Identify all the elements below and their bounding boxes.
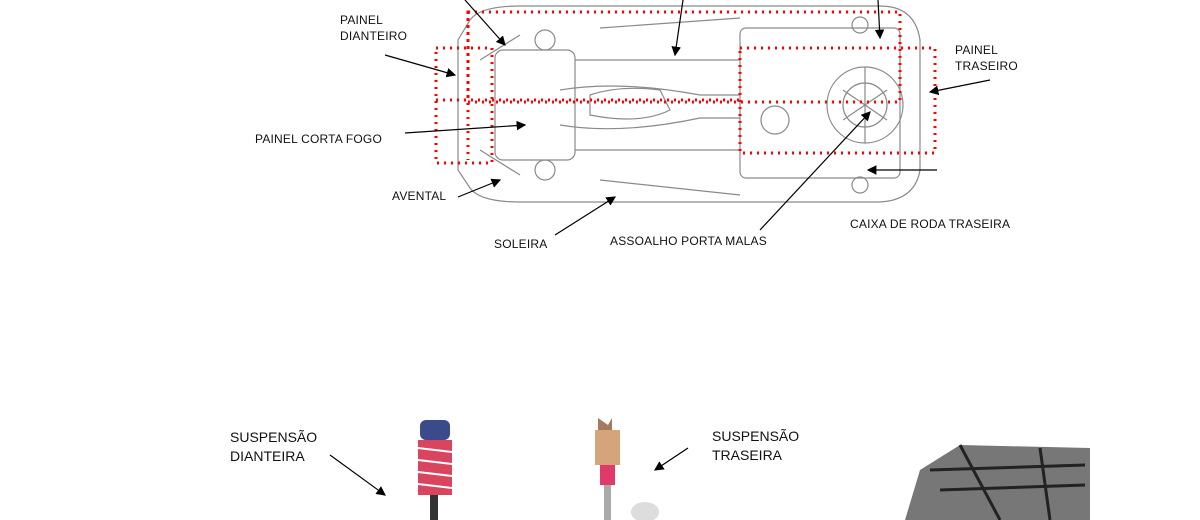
label-line: TRASEIRO	[955, 59, 1018, 73]
label-line: DIANTEIRO	[340, 29, 408, 43]
label-line: SUSPENSÃO	[712, 428, 800, 444]
label-line: PAINEL	[340, 13, 383, 27]
front-suspension-image	[417, 420, 453, 520]
label-painel-dianteiro: PAINEL DIANTEIRO	[340, 12, 407, 44]
label-assoalho-porta-malas: ASSOALHO PORTA MALAS	[610, 234, 767, 248]
label-caixa-de-roda-traseira: CAIXA DE RODA TRASEIRA	[850, 217, 1011, 231]
rear-suspension-image	[595, 418, 659, 520]
leader-arrows	[329, 0, 991, 496]
label-avental: AVENTAL	[392, 189, 447, 203]
label-line: PAINEL	[955, 43, 998, 57]
label-suspensao-dianteira: SUSPENSÃO DIANTEIRA	[230, 428, 317, 466]
label-painel-corta-fogo: PAINEL CORTA FOGO	[255, 132, 382, 146]
label-line: DIANTEIRA	[230, 448, 305, 464]
label-soleira: SOLEIRA	[494, 237, 548, 251]
label-line: TRASEIRA	[712, 447, 783, 463]
highlight-dotted-regions	[434, 10, 937, 165]
car-body-outline	[457, 5, 921, 203]
engine-bay-image	[905, 444, 1090, 520]
label-painel-traseiro: PAINEL TRASEIRO	[955, 42, 1018, 74]
label-suspensao-traseira: SUSPENSÃO TRASEIRA	[712, 427, 799, 465]
label-line: SUSPENSÃO	[230, 429, 318, 445]
